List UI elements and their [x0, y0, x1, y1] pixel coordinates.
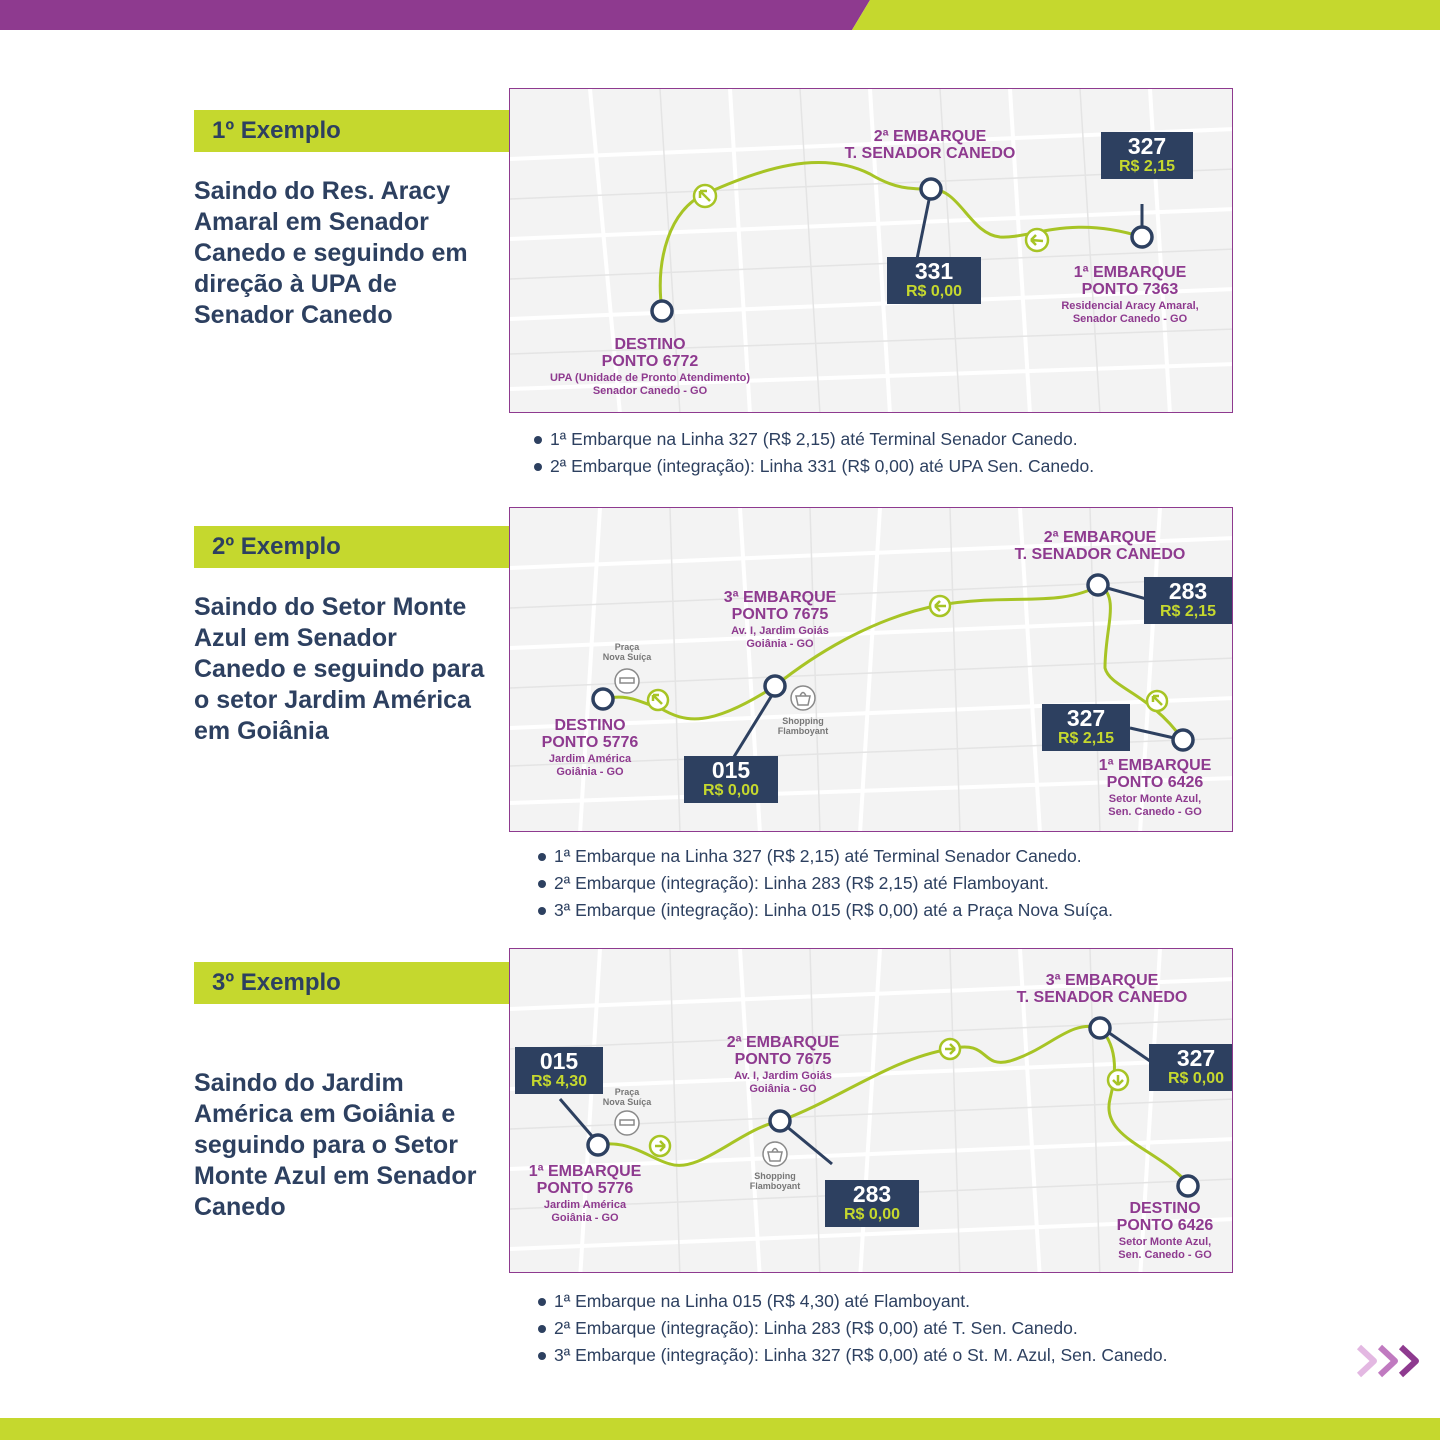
example-3-map: 3ª EMBARQUE T. SENADOR CANEDO 2ª EMBARQU… — [509, 948, 1233, 1273]
example-2-map: 2ª EMBARQUE T. SENADOR CANEDO 3ª EMBARQU… — [509, 507, 1233, 832]
list-item: 2ª Embarque (integração): Linha 283 (R$ … — [536, 870, 1113, 897]
arrow-direction-icon — [692, 183, 718, 209]
stop-boarding-1: 1ª EMBARQUE PONTO 7363 Residencial Aracy… — [1061, 264, 1199, 326]
arrow-direction-icon — [646, 688, 670, 712]
example-1-description: Saindo do Res. Aracy Amaral em Senador C… — [194, 177, 468, 329]
list-item: 2ª Embarque (integração): Linha 331 (R$ … — [532, 453, 1094, 480]
stop-marker — [763, 674, 787, 698]
shopping-bag-icon — [790, 685, 816, 711]
next-chevrons-icon[interactable] — [1356, 1344, 1424, 1378]
stop-boarding-1: 1ª EMBARQUE PONTO 5776 Jardim América Go… — [528, 1163, 642, 1225]
line-badge: 331 R$ 0,00 — [887, 257, 981, 304]
route-line — [597, 1024, 1192, 1187]
example-3-tag: 3º Exemplo — [194, 962, 562, 1004]
example-1-bullets: 1ª Embarque na Linha 327 (R$ 2,15) até T… — [532, 426, 1094, 480]
stop-destination: DESTINO PONTO 6772 UPA (Unidade de Pront… — [549, 336, 751, 398]
stop-boarding-3: 3ª EMBARQUE T. SENADOR CANEDO — [1016, 972, 1188, 1006]
list-item: 1ª Embarque na Linha 015 (R$ 4,30) até F… — [536, 1288, 1168, 1315]
line-badge: 327 R$ 0,00 — [1149, 1044, 1232, 1091]
arrow-direction-icon — [1024, 227, 1050, 253]
line-badge: 283 R$ 0,00 — [825, 1180, 919, 1227]
stop-marker — [919, 177, 943, 201]
list-item: 1ª Embarque na Linha 327 (R$ 2,15) até T… — [536, 843, 1113, 870]
stop-destination: DESTINO PONTO 5776 Jardim América Goiâni… — [541, 717, 639, 779]
arrow-direction-icon — [928, 594, 952, 618]
line-badge: 327 R$ 2,15 — [1042, 704, 1130, 751]
header-bar — [0, 0, 1440, 30]
stop-boarding-2: 2ª EMBARQUE T. SENADOR CANEDO — [1014, 529, 1186, 563]
stop-boarding-3: 3ª EMBARQUE PONTO 7675 Av. I, Jardim Goi… — [723, 589, 837, 651]
stop-marker — [768, 1109, 792, 1133]
footer-bar — [0, 1418, 1440, 1440]
stop-marker — [1171, 728, 1195, 752]
example-1-tag: 1º Exemplo — [194, 110, 562, 152]
stop-marker — [591, 687, 615, 711]
stop-destination: DESTINO PONTO 6426 Setor Monte Azul, Sen… — [1116, 1200, 1214, 1262]
arrow-direction-icon — [1145, 689, 1169, 713]
stop-marker — [1176, 1174, 1200, 1198]
shopping-bag-icon — [762, 1141, 788, 1167]
arrow-direction-icon — [938, 1037, 962, 1061]
list-item: 2ª Embarque (integração): Linha 283 (R$ … — [536, 1315, 1168, 1342]
arrow-direction-icon — [1106, 1068, 1130, 1092]
list-item: 3ª Embarque (integração): Linha 327 (R$ … — [536, 1342, 1168, 1369]
line-badge: 015 R$ 4,30 — [515, 1047, 603, 1094]
stop-boarding-1: 1ª EMBARQUE PONTO 6426 Setor Monte Azul,… — [1098, 757, 1212, 819]
stop-boarding-2: 2ª EMBARQUE PONTO 7675 Av. I, Jardim Goi… — [726, 1034, 840, 1096]
arrow-direction-icon — [648, 1134, 672, 1158]
bench-icon — [614, 668, 640, 694]
stop-boarding-2: 2ª EMBARQUE T. SENADOR CANEDO — [844, 128, 1016, 162]
list-item: 1ª Embarque na Linha 327 (R$ 2,15) até T… — [532, 426, 1094, 453]
example-3-bullets: 1ª Embarque na Linha 015 (R$ 4,30) até F… — [536, 1288, 1168, 1369]
example-2-tag: 2º Exemplo — [194, 526, 562, 568]
line-badge: 327 R$ 2,15 — [1101, 132, 1193, 179]
stop-marker — [650, 299, 674, 323]
stop-marker — [1086, 573, 1110, 597]
route-map-3 — [510, 949, 1232, 1272]
stop-marker — [586, 1133, 610, 1157]
line-badge: 283 R$ 2,15 — [1144, 577, 1232, 624]
list-item: 3ª Embarque (integração): Linha 015 (R$ … — [536, 897, 1113, 924]
route-line — [658, 161, 1143, 312]
example-2-bullets: 1ª Embarque na Linha 327 (R$ 2,15) até T… — [536, 843, 1113, 924]
example-2-description: Saindo do Setor Monte Azul em Senador Ca… — [194, 593, 485, 745]
example-3-description: Saindo do Jardim América em Goiânia e se… — [194, 1069, 477, 1221]
stop-marker — [1088, 1016, 1112, 1040]
stop-marker — [1130, 225, 1154, 249]
route-map-1 — [510, 89, 1232, 412]
example-1-map: 2ª EMBARQUE T. SENADOR CANEDO 1ª EMBARQU… — [509, 88, 1233, 413]
line-badge: 015 R$ 0,00 — [684, 756, 778, 803]
bench-icon — [614, 1110, 640, 1136]
